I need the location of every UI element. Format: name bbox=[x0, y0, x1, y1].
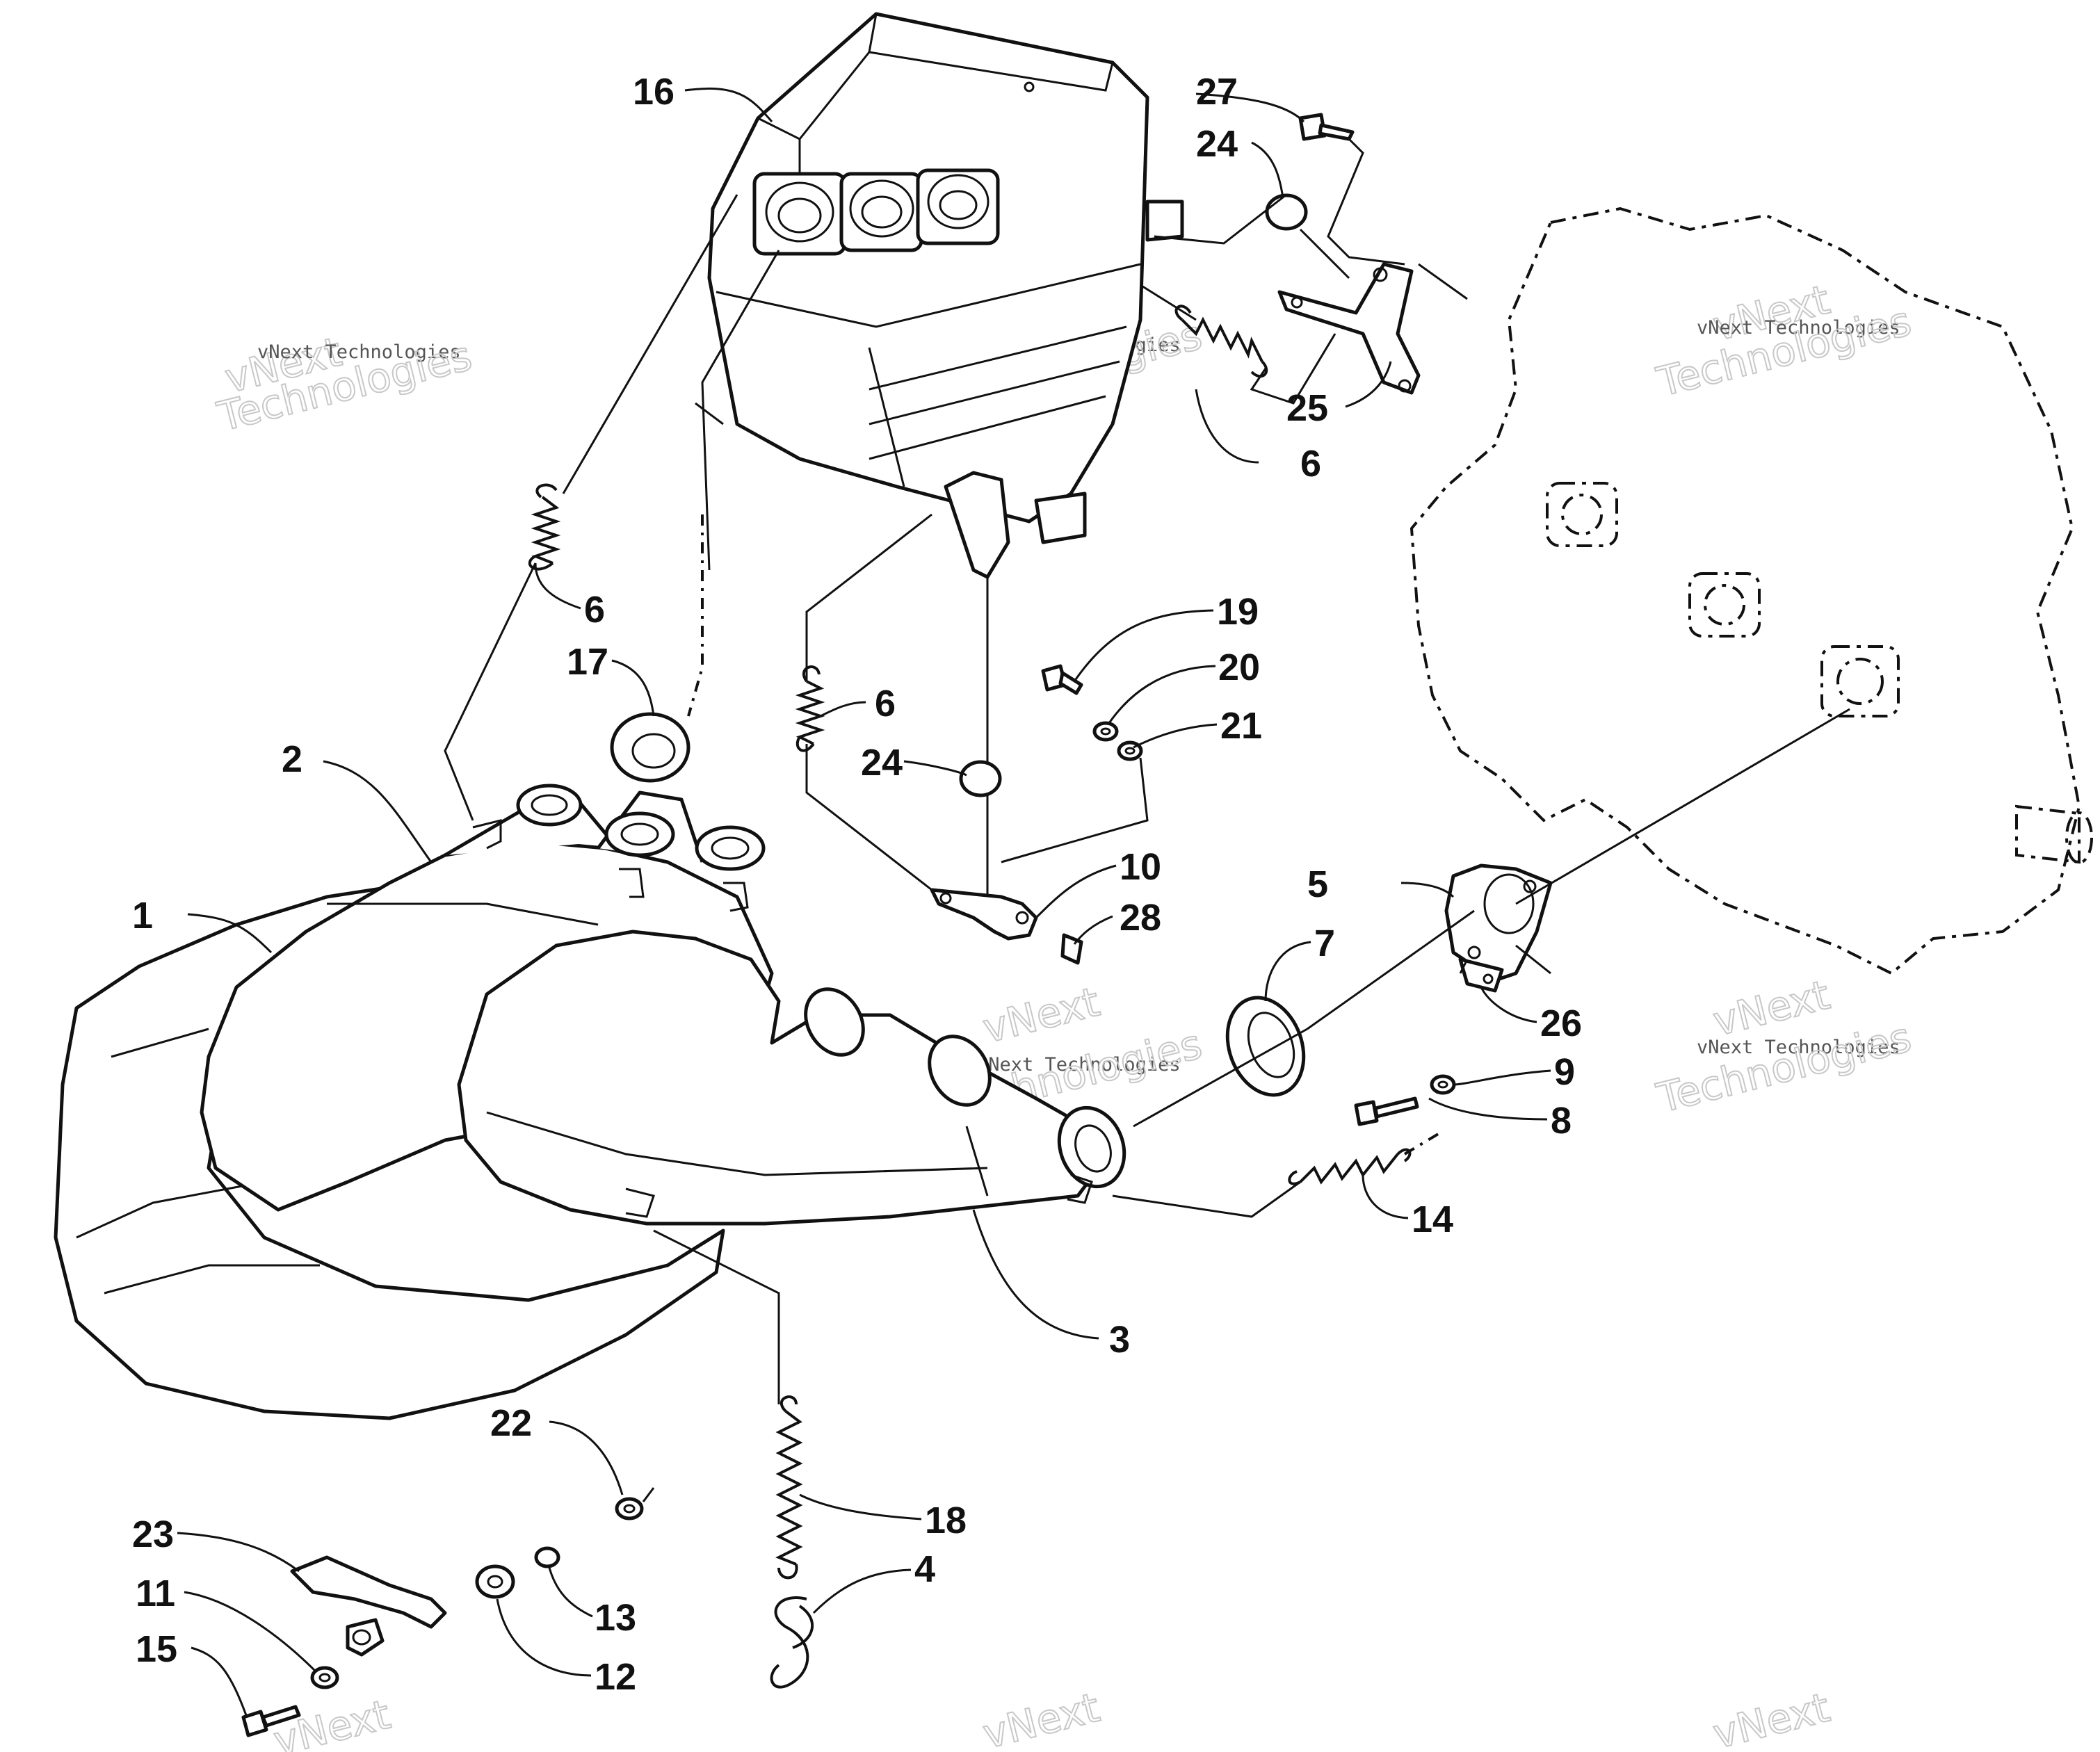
callout-18: 18 bbox=[925, 1500, 967, 1541]
part-27-bolt[interactable] bbox=[1298, 113, 1355, 141]
callout-19: 19 bbox=[1217, 591, 1259, 633]
callout-1: 1 bbox=[132, 895, 153, 936]
svg-text:vNext: vNext bbox=[1709, 971, 1834, 1046]
part-7-gasket-ring[interactable] bbox=[1215, 987, 1317, 1106]
callout-11: 11 bbox=[136, 1573, 175, 1614]
callout-12: 12 bbox=[595, 1656, 636, 1698]
y-pipe-flange-2 bbox=[928, 1035, 992, 1107]
header-flange-2 bbox=[604, 811, 675, 857]
part-10-bracket[interactable] bbox=[930, 888, 1038, 941]
callout-6-left: 6 bbox=[584, 589, 605, 631]
callout-9: 9 bbox=[1554, 1051, 1575, 1093]
airbox-latch-clip[interactable] bbox=[944, 471, 1010, 579]
callout-22: 22 bbox=[490, 1402, 532, 1444]
part-8-bolt[interactable] bbox=[1354, 1096, 1419, 1126]
svg-text:vNext: vNext bbox=[269, 1691, 395, 1752]
exhaust-port-lower bbox=[1820, 645, 1900, 717]
callout-24-upper: 24 bbox=[1196, 123, 1238, 165]
callout-26: 26 bbox=[1540, 1003, 1582, 1044]
callout-labels: 16 1 2 3 4 5 6 6 6 7 8 9 10 11 12 13 14 … bbox=[132, 71, 1582, 1698]
engine-shaft-stub bbox=[2015, 804, 2093, 864]
callout-28: 28 bbox=[1120, 897, 1161, 939]
part-22-nut[interactable] bbox=[615, 1497, 644, 1520]
part-23-hanger-bracket[interactable] bbox=[290, 1555, 447, 1657]
callout-14: 14 bbox=[1412, 1199, 1453, 1240]
callout-8: 8 bbox=[1551, 1100, 1572, 1142]
watermark-top-right: vNext vNext Technologies Technologies bbox=[1651, 275, 1916, 407]
part-18-long-spring[interactable] bbox=[775, 1395, 803, 1580]
part-20-washer[interactable] bbox=[1092, 721, 1119, 742]
callout-15: 15 bbox=[136, 1628, 177, 1670]
callout-21: 21 bbox=[1220, 705, 1262, 747]
exhaust-port-upper bbox=[1546, 482, 1618, 547]
callout-2: 2 bbox=[282, 738, 302, 780]
engine-block-outline bbox=[1410, 206, 2093, 975]
header-flange-3 bbox=[695, 825, 766, 871]
callout-3: 3 bbox=[1109, 1319, 1130, 1361]
callout-6-right: 6 bbox=[1300, 443, 1321, 485]
part-19-bolt[interactable] bbox=[1041, 664, 1083, 695]
part-1-muffler[interactable] bbox=[54, 881, 725, 1420]
part-6-spring-center[interactable] bbox=[795, 665, 825, 752]
svg-text:vNext Technologies: vNext Technologies bbox=[257, 341, 461, 363]
part-9-washer[interactable] bbox=[1430, 1074, 1456, 1095]
callout-17: 17 bbox=[567, 641, 608, 683]
part-6-spring-left[interactable] bbox=[528, 483, 561, 571]
part-14-spring[interactable] bbox=[1288, 1148, 1412, 1185]
part-13-spacer[interactable] bbox=[534, 1546, 560, 1568]
part-16-airbox[interactable] bbox=[707, 12, 1184, 544]
callout-20: 20 bbox=[1218, 647, 1260, 688]
callout-27: 27 bbox=[1196, 71, 1238, 113]
part-3-y-pipe[interactable] bbox=[457, 930, 1135, 1226]
callout-5: 5 bbox=[1307, 863, 1328, 905]
part-4-wire-clip[interactable] bbox=[770, 1596, 814, 1689]
svg-text:vNext Technologies: vNext Technologies bbox=[1697, 317, 1900, 339]
watermark-bottom: vNext vNext vNext bbox=[268, 1683, 1835, 1752]
callout-4: 4 bbox=[914, 1548, 935, 1590]
svg-text:Technologies: Technologies bbox=[1652, 1013, 1916, 1121]
callout-7: 7 bbox=[1314, 923, 1335, 964]
svg-text:vNext Technologies: vNext Technologies bbox=[977, 1054, 1181, 1076]
part-25-mounting-bracket[interactable] bbox=[1277, 262, 1421, 395]
callout-25: 25 bbox=[1286, 387, 1328, 429]
header-flange-1 bbox=[516, 784, 583, 827]
part-26-clip[interactable] bbox=[1458, 957, 1504, 993]
airbox-inlet-3 bbox=[916, 168, 1000, 245]
part-11-washer[interactable] bbox=[310, 1666, 339, 1689]
part-24-cap-lower[interactable] bbox=[959, 760, 1002, 797]
callout-13: 13 bbox=[595, 1597, 636, 1639]
part-15-bolt[interactable] bbox=[241, 1705, 301, 1737]
callout-16: 16 bbox=[633, 71, 675, 113]
exhaust-port-middle bbox=[1688, 572, 1761, 638]
callout-24-lower: 24 bbox=[861, 742, 903, 784]
watermark-mid-right: vNext vNext Technologies Technologies bbox=[1651, 971, 1916, 1123]
airbox-inlet-1 bbox=[752, 172, 847, 256]
part-12-bushing[interactable] bbox=[475, 1564, 515, 1599]
svg-text:vNext: vNext bbox=[1709, 1684, 1834, 1752]
assembly-lines bbox=[444, 138, 1850, 1502]
airbox-inlet-2 bbox=[839, 172, 923, 252]
part-6-spring-right[interactable] bbox=[1174, 305, 1268, 378]
svg-text:vNext: vNext bbox=[978, 1684, 1104, 1752]
part-24-cap-upper[interactable] bbox=[1265, 193, 1308, 231]
callout-10: 10 bbox=[1120, 846, 1161, 888]
y-pipe-outlet bbox=[1057, 1105, 1126, 1189]
callout-23: 23 bbox=[132, 1514, 174, 1555]
svg-text:vNext: vNext bbox=[978, 978, 1104, 1053]
y-pipe-flange-1 bbox=[804, 987, 865, 1057]
part-17-seal-ring[interactable] bbox=[610, 712, 690, 783]
svg-text:vNext Technologies: vNext Technologies bbox=[1697, 1037, 1900, 1058]
callout-6-center: 6 bbox=[875, 683, 896, 724]
callout-leaders bbox=[177, 87, 1551, 1718]
watermark-top-left: vNext vNext Technologies Technologies bbox=[212, 327, 477, 441]
